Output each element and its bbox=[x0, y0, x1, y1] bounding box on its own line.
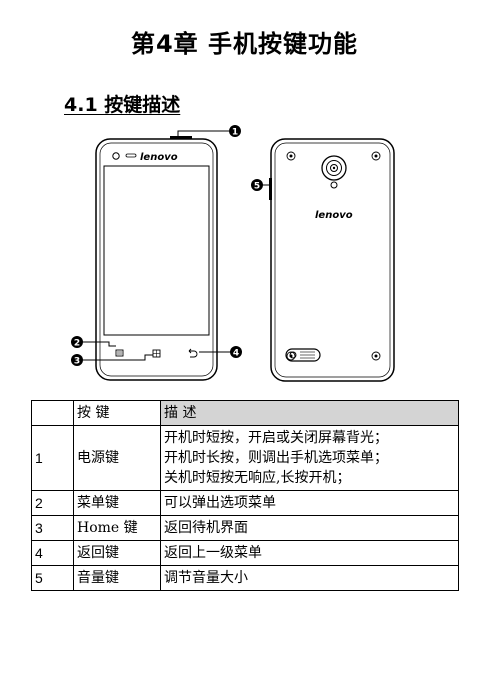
row-key: 返回键 bbox=[73, 540, 161, 566]
callout-4: 4 bbox=[230, 346, 242, 359]
flash-icon bbox=[330, 181, 338, 189]
row-number: 4 bbox=[31, 540, 74, 566]
desc-line: 开机时短按，开启或关闭屏幕背光； bbox=[164, 430, 388, 446]
section-title: 4.1 按键描述 bbox=[64, 94, 181, 116]
table-row: 1 电源键 开机时短按，开启或关闭屏幕背光； 开机时长按，则调出手机选项菜单； … bbox=[31, 425, 459, 491]
svg-text:3: 3 bbox=[74, 357, 80, 367]
row-key: 电源键 bbox=[73, 425, 161, 491]
row-desc: 开机时短按，开启或关闭屏幕背光； 开机时长按，则调出手机选项菜单； 关机时短按无… bbox=[160, 425, 459, 491]
table-header-desc: 描 述 bbox=[160, 400, 459, 426]
table-header-row: 按 键 描 述 bbox=[31, 400, 459, 426]
callout-2: 2 bbox=[71, 336, 83, 349]
row-number: 1 bbox=[31, 425, 74, 491]
volume-button-shape bbox=[269, 178, 272, 200]
row-key: 菜单键 bbox=[73, 490, 161, 516]
svg-text:4: 4 bbox=[233, 349, 239, 359]
rear-camera-icon bbox=[321, 155, 347, 181]
desc-line: 关机时短按无响应,长按开机； bbox=[164, 470, 351, 486]
table-cell bbox=[31, 400, 74, 426]
svg-text:2: 2 bbox=[74, 339, 80, 349]
row-number: 5 bbox=[31, 565, 74, 591]
row-key: 音量键 bbox=[73, 565, 161, 591]
table-row: 5 音量键 调节音量大小 bbox=[31, 565, 459, 591]
back-phone: lenovo bbox=[263, 138, 395, 382]
key-description-table: 按 键 描 述 1 电源键 开机时短按，开启或关闭屏幕背光； 开机时长按，则调出… bbox=[31, 400, 459, 591]
front-phone: lenovo bbox=[83, 130, 230, 381]
desc-line: 开机时长按，则调出手机选项菜单； bbox=[164, 450, 388, 466]
front-camera-icon bbox=[112, 152, 120, 160]
callout-3: 3 bbox=[71, 354, 83, 367]
earpiece-icon bbox=[125, 153, 137, 158]
speaker-grill-icon bbox=[285, 348, 321, 362]
row-number: 3 bbox=[31, 515, 74, 541]
table-row: 2 菜单键 可以弹出选项菜单 bbox=[31, 490, 459, 516]
phone-diagram: lenovo bbox=[71, 125, 395, 382]
row-desc: 可以弹出选项菜单 bbox=[160, 490, 459, 516]
desc-line: 调节音量大小 bbox=[164, 570, 248, 586]
screw-icon bbox=[286, 151, 296, 161]
back-brand-logo: lenovo bbox=[315, 210, 353, 221]
phone-figure: lenovo bbox=[71, 125, 395, 382]
screw-icon bbox=[371, 151, 381, 161]
power-button-shape bbox=[170, 136, 192, 139]
callout-1: 1 bbox=[229, 125, 241, 138]
svg-text:5: 5 bbox=[254, 182, 260, 192]
table-row: 3 Home 键 返回待机界面 bbox=[31, 515, 459, 541]
screw-icon bbox=[286, 351, 296, 361]
row-desc: 调节音量大小 bbox=[160, 565, 459, 591]
table-header-key: 按 键 bbox=[73, 400, 161, 426]
callout-5: 5 bbox=[251, 179, 263, 192]
svg-text:1: 1 bbox=[232, 128, 238, 138]
screw-icon bbox=[371, 351, 381, 361]
front-brand-logo: lenovo bbox=[140, 152, 178, 163]
row-key: Home 键 bbox=[73, 515, 161, 541]
chapter-title: 第4章 手机按键功能 bbox=[130, 30, 359, 58]
menu-key-icon bbox=[115, 349, 124, 357]
desc-line: 可以弹出选项菜单 bbox=[164, 495, 276, 511]
row-desc: 返回上一级菜单 bbox=[160, 540, 459, 566]
row-desc: 返回待机界面 bbox=[160, 515, 459, 541]
back-key-icon bbox=[189, 350, 198, 358]
table-row: 4 返回键 返回上一级菜单 bbox=[31, 540, 459, 566]
desc-line: 返回上一级菜单 bbox=[164, 545, 262, 561]
desc-line: 返回待机界面 bbox=[164, 520, 248, 536]
row-number: 2 bbox=[31, 490, 74, 516]
